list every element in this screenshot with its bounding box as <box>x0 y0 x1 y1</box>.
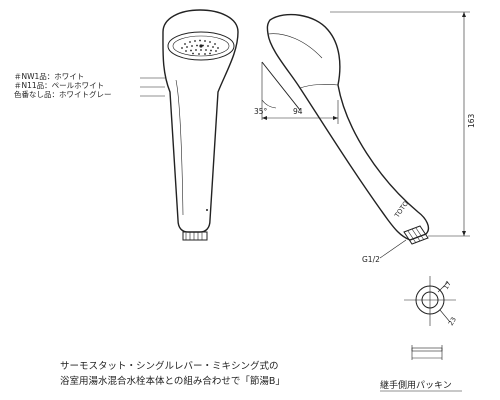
dimension-23: 23 <box>447 316 458 327</box>
gasket-detail <box>404 276 456 360</box>
color-label-list: ＃NW1品：ホワイト ＃N11品：ペールホワイト 色番なし品：ホワイトグレー <box>14 72 112 99</box>
dimension-17: 17 <box>442 280 453 291</box>
side-view-shower-head: TOTO <box>261 13 430 245</box>
dimension-height: 163 <box>467 113 476 128</box>
dimension-angle: 35° <box>254 107 268 116</box>
dimension-lines <box>262 11 470 259</box>
description-line-2: 浴室用湯水混合水栓本体との組み合わせで「節湯B」 <box>60 375 285 387</box>
front-view-shower-head <box>140 9 239 241</box>
color-label-none: 色番なし品：ホワイトグレー <box>14 89 112 99</box>
color-label-nw1: ＃NW1品：ホワイト <box>14 72 84 81</box>
gasket-caption: 継手側用パッキン <box>380 379 452 391</box>
dimension-horizontal: 94 <box>293 107 303 116</box>
description-line-1: サーモスタット・シングルレバー・ミキシング式の <box>60 360 279 372</box>
color-label-n11: ＃N11品：ペールホワイト <box>14 81 104 90</box>
brand-mark: TOTO <box>393 200 411 220</box>
spray-holes <box>181 39 219 55</box>
dimension-thread: G1/2 <box>362 255 380 264</box>
